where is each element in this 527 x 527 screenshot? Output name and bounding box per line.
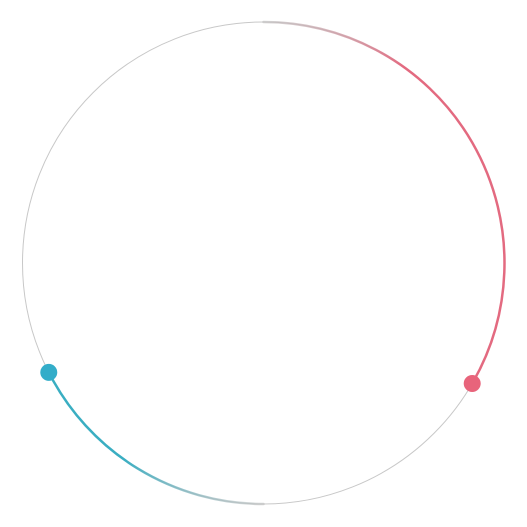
teal-arc [47,371,265,506]
pink-range-handle[interactable] [463,375,481,392]
ring-track [22,21,505,505]
pink-arc [262,20,506,385]
teal-range-handle[interactable] [40,363,58,381]
